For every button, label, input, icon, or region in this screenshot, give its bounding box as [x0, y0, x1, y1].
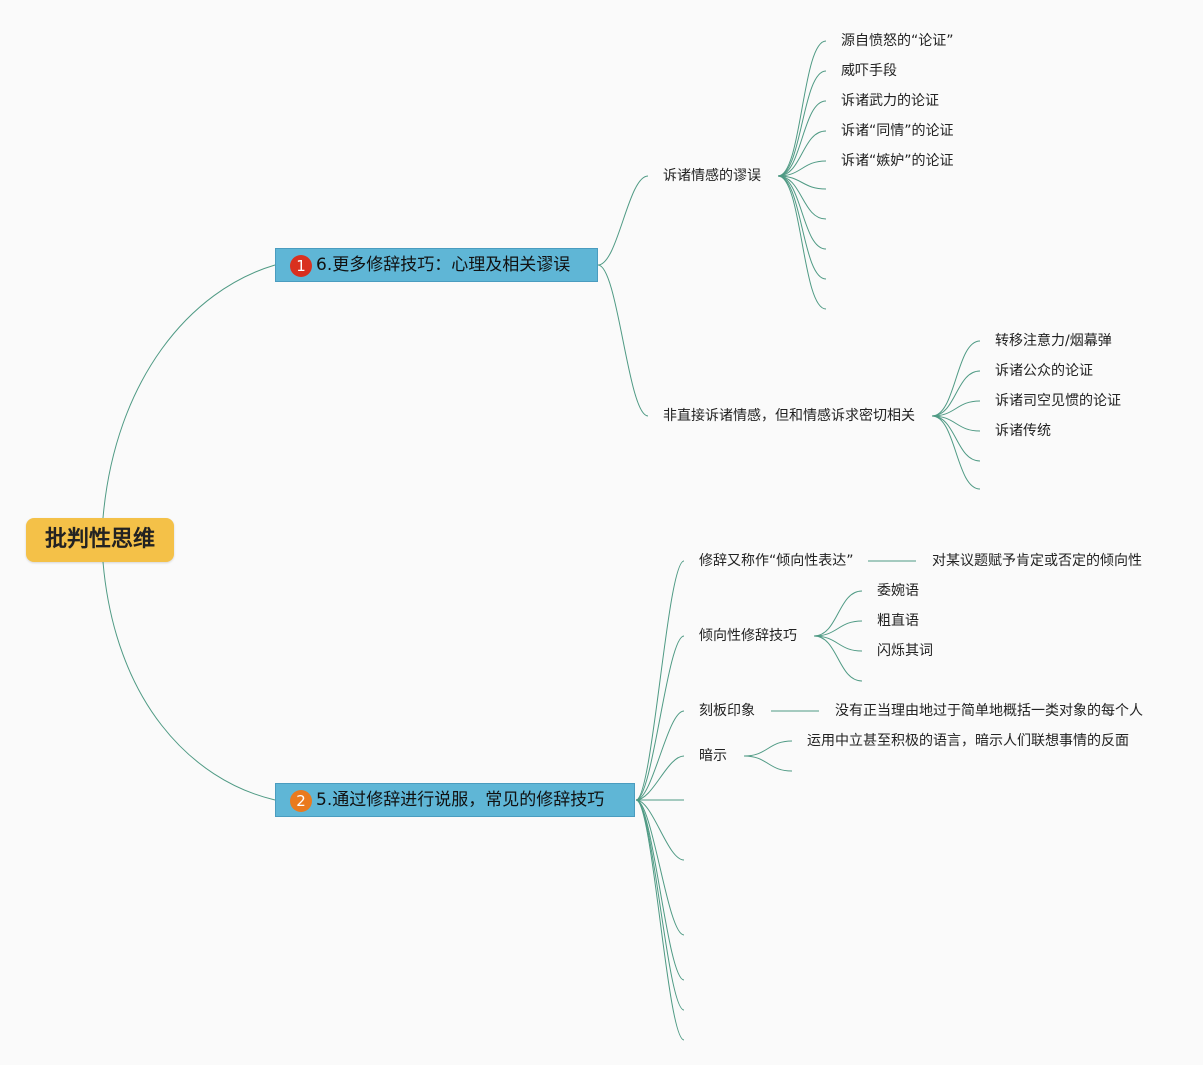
topic-stereotype[interactable]: 刻板印象 [699, 703, 755, 719]
link-b1-sub2 [597, 264, 649, 417]
topic-emotional-fallacy[interactable]: 诉诸情感的谬误 [663, 168, 761, 184]
leaf-popularity[interactable]: 诉诸公众的论证 [995, 363, 1093, 379]
link-b2-sub-0 [635, 560, 685, 801]
leaf-slanting-detail[interactable]: 对某议题赋予肯定或否定的倾向性 [932, 553, 1142, 569]
link-b2-sub-1 [635, 635, 685, 801]
link-b2-empty-3 [635, 799, 685, 981]
leaf-stereotype-detail[interactable]: 没有正当理由地过于简单地概括一类对象的每个人 [835, 703, 1143, 719]
link-innuendo-leaf-0 [743, 740, 793, 757]
priority-1-badge: 1 [290, 255, 312, 277]
branch-label: 5.通过修辞进行说服，常见的修辞技巧 [316, 790, 605, 810]
leaf-weaseler[interactable]: 闪烁其词 [877, 643, 933, 659]
topic-slanting[interactable]: 修辞又称作“倾向性表达” [699, 553, 854, 569]
root-to-branch-6 [102, 264, 276, 519]
link-sub2-leaf-4 [931, 415, 981, 462]
leaf-dysphemism[interactable]: 粗直语 [877, 613, 919, 629]
leaf-sympathy[interactable]: 诉诸“同情”的论证 [841, 123, 954, 139]
link-b2-empty-1 [635, 799, 685, 861]
topic-indirect-emotion[interactable]: 非直接诉诸情感，但和情感诉求密切相关 [663, 408, 915, 424]
link-techniques-leaf-3 [813, 635, 863, 682]
link-b1-sub1 [597, 175, 649, 266]
link-sub1-leaf-1 [777, 70, 827, 177]
branch-node-6[interactable]: 1 6.更多修辞技巧：心理及相关谬误 [275, 248, 598, 282]
leaf-innuendo-detail[interactable]: 运用中立甚至积极的语言，暗示人们联想事情的反面 [807, 733, 1129, 749]
link-innuendo-leaf-1 [743, 755, 793, 772]
leaf-euphemism[interactable]: 委婉语 [877, 583, 919, 599]
link-sub1-leaf-7 [777, 175, 827, 250]
link-sub1-leaf-8 [777, 175, 827, 280]
leaf-anger[interactable]: 源自愤怒的“论证” [841, 33, 954, 49]
branch-node-5[interactable]: 2 5.通过修辞进行说服，常见的修辞技巧 [275, 783, 635, 817]
root-node[interactable]: 批判性思维 [26, 518, 174, 562]
link-sub1-leaf-4 [777, 160, 827, 177]
link-sub2-leaf-1 [931, 370, 981, 417]
leaf-envy[interactable]: 诉诸“嫉妒”的论证 [841, 153, 954, 169]
link-b2-empty-4 [635, 799, 685, 1011]
link-sub2-leaf-2 [931, 400, 981, 417]
link-sub1-leaf-2 [777, 100, 827, 177]
leaf-common-practice[interactable]: 诉诸司空见惯的论证 [995, 393, 1121, 409]
link-sub1-leaf-0 [777, 40, 827, 177]
link-b2-empty-5 [635, 799, 685, 1041]
link-techniques-leaf-2 [813, 635, 863, 652]
leaf-red-herring[interactable]: 转移注意力/烟幕弹 [995, 333, 1112, 349]
link-techniques-leaf-1 [813, 620, 863, 637]
leaf-tradition[interactable]: 诉诸传统 [995, 423, 1051, 439]
root-to-branch-5 [102, 561, 276, 801]
leaf-force[interactable]: 诉诸武力的论证 [841, 93, 939, 109]
link-sub1-leaf-9 [777, 175, 827, 310]
link-b2-empty-2 [635, 799, 685, 936]
link-sub2-leaf-0 [931, 340, 981, 417]
topic-slanting-techniques[interactable]: 倾向性修辞技巧 [699, 628, 797, 644]
link-sub1-leaf-3 [777, 130, 827, 177]
priority-2-badge: 2 [290, 790, 312, 812]
link-b2-sub-3 [635, 755, 685, 801]
link-b2-sub-2 [635, 710, 685, 801]
link-sub1-leaf-6 [777, 175, 827, 220]
leaf-intimidation[interactable]: 威吓手段 [841, 63, 897, 79]
link-sub2-leaf-5 [931, 415, 981, 490]
branch-label: 6.更多修辞技巧：心理及相关谬误 [316, 255, 571, 275]
link-techniques-leaf-0 [813, 590, 863, 637]
topic-innuendo[interactable]: 暗示 [699, 748, 727, 764]
